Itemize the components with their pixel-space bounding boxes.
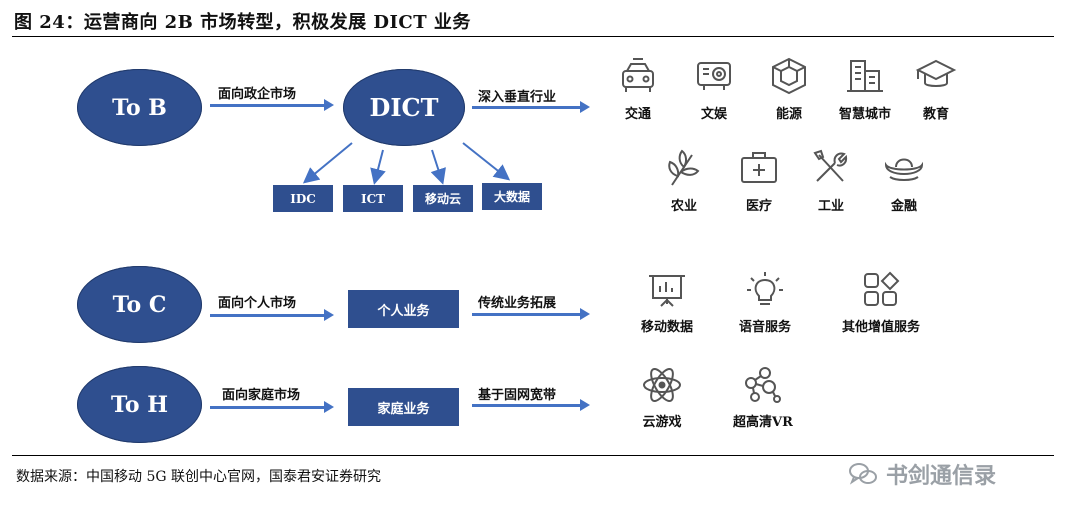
industry-label: 农业 — [670, 199, 697, 214]
industry-education: 教育 — [906, 55, 966, 122]
industry-label: 能源 — [775, 107, 802, 122]
branch-arrow-ict — [370, 149, 386, 185]
node-dict: DICT — [343, 69, 465, 146]
node-to-b: To B — [77, 69, 202, 146]
molecule-icon — [745, 367, 781, 403]
service-label: 云游戏 — [642, 415, 682, 430]
branch-arrow-cloud — [430, 149, 446, 185]
edge-label-toh-home: 面向家庭市场 — [222, 388, 301, 403]
ingot-icon — [884, 158, 924, 181]
edge-label-home-out: 基于固网宽带 — [478, 388, 557, 403]
graduation-cap-icon — [915, 59, 957, 87]
node-to-h: To H — [77, 366, 202, 443]
industry-smart-city: 智慧城市 — [827, 55, 903, 122]
source-note: 数据来源：中国移动 5G 联创中心官网，国泰君安证券研究 — [16, 469, 381, 485]
service-uhd-vr: 超高清VR — [720, 365, 806, 430]
edge-label-tob-dict: 面向政企市场 — [218, 87, 297, 102]
city-icon — [847, 60, 883, 92]
service-label: 移动数据 — [640, 320, 693, 335]
service-label: 超高清VR — [733, 415, 793, 430]
edge-label-personal-out: 传统业务拓展 — [478, 296, 557, 311]
dict-child-cloud: 移动云 — [413, 185, 473, 212]
grid-apps-icon — [864, 271, 900, 306]
top-rule — [12, 36, 1054, 37]
edge-label-toc-personal: 面向个人市场 — [218, 296, 297, 311]
service-label: 语音服务 — [738, 320, 791, 335]
industry-agriculture: 农业 — [654, 147, 714, 214]
service-value-added: 其他增值服务 — [826, 270, 936, 335]
wechat-icon — [849, 463, 877, 485]
service-voice: 语音服务 — [728, 270, 802, 335]
industry-label: 文娱 — [700, 107, 727, 122]
arrow-dict-out — [472, 101, 590, 113]
energy-cube-icon — [772, 57, 806, 95]
node-to-c: To C — [77, 266, 202, 343]
bottom-rule — [12, 455, 1054, 456]
service-label: 其他增值服务 — [841, 320, 920, 335]
industry-label: 金融 — [890, 199, 917, 214]
industry-label: 智慧城市 — [838, 107, 891, 122]
node-home-business: 家庭业务 — [348, 388, 459, 426]
edge-label-dict-out: 深入垂直行业 — [478, 90, 557, 105]
industry-label: 教育 — [922, 107, 949, 122]
atom-icon — [643, 368, 681, 402]
leaf-icon — [668, 149, 700, 186]
presentation-icon — [649, 275, 685, 307]
service-cloud-gaming: 云游戏 — [630, 365, 694, 430]
arrow-home-out — [472, 399, 590, 411]
industry-label: 交通 — [624, 107, 651, 122]
tools-icon — [813, 149, 848, 182]
industry-manufacturing: 工业 — [801, 147, 861, 214]
bulb-icon — [747, 272, 783, 305]
car-icon — [622, 58, 654, 92]
arrow-toh-home — [210, 401, 334, 413]
branch-arrow-idc — [302, 142, 353, 184]
industry-label: 工业 — [817, 199, 844, 214]
industry-medical: 医疗 — [729, 147, 789, 214]
branch-arrow-bigdata — [462, 142, 511, 181]
watermark: 书剑通信录 — [848, 458, 996, 490]
node-personal-business: 个人业务 — [348, 290, 459, 328]
dict-child-bigdata: 大数据 — [482, 183, 542, 210]
industry-finance: 金融 — [874, 147, 934, 214]
industry-entertainment: 文娱 — [684, 55, 744, 122]
arrow-personal-out — [472, 308, 590, 320]
dict-child-ict: ICT — [343, 185, 403, 212]
service-mobile-data: 移动数据 — [630, 270, 704, 335]
arrow-toc-personal — [210, 309, 334, 321]
dict-child-idc: IDC — [273, 185, 333, 212]
figure-title: 图 24：运营商向 2B 市场转型，积极发展 DICT 业务 — [14, 12, 471, 33]
industry-traffic: 交通 — [608, 55, 668, 122]
industry-energy: 能源 — [759, 55, 819, 122]
watermark-text: 书剑通信录 — [886, 464, 997, 489]
arrow-tob-dict — [210, 99, 334, 111]
industry-label: 医疗 — [745, 199, 772, 214]
medical-kit-icon — [741, 152, 777, 183]
projector-icon — [697, 62, 731, 90]
